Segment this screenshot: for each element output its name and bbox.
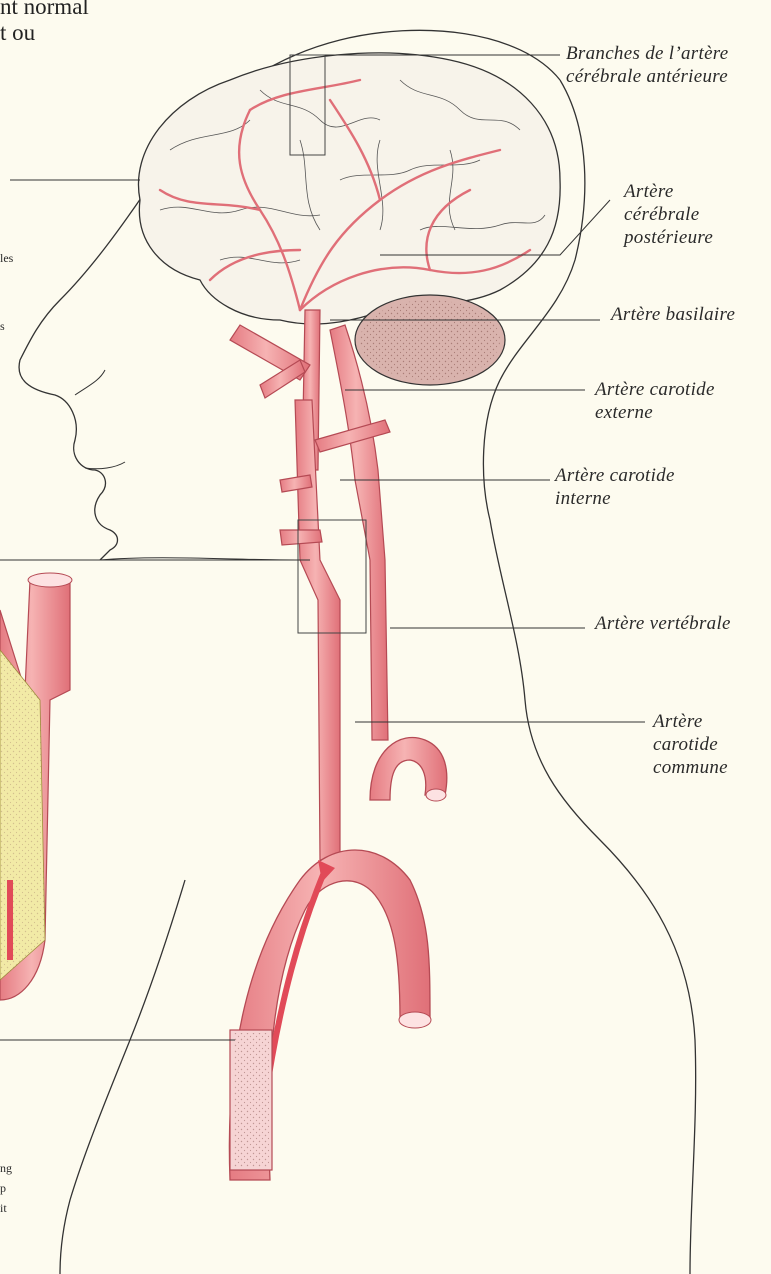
- label-vertebral: Artère vertébrale: [595, 612, 731, 635]
- aorta-opening: [399, 1012, 431, 1028]
- bottom-fragment-1: ng: [0, 1160, 12, 1176]
- face-nostril: [75, 370, 105, 395]
- bottom-fragment-2: p: [0, 1180, 6, 1196]
- label-anterior-line2: cérébrale antérieure: [566, 65, 729, 88]
- label-external-carotid: Artère carotide externe: [595, 378, 715, 424]
- plaque-inset: [0, 573, 72, 1000]
- aorta-cutaway-stipple: [233, 1033, 269, 1167]
- label-posterior-line1: Artère: [624, 180, 713, 203]
- label-anterior-line1: Branches de l’artère: [566, 42, 729, 65]
- label-basilar: Artère basilaire: [611, 303, 735, 326]
- label-posterior-line3: postérieure: [624, 226, 713, 249]
- header-fragment-line2: t ou: [0, 20, 35, 46]
- face-mouth: [85, 462, 125, 469]
- label-common-line1: Artère: [653, 710, 728, 733]
- brain: [138, 53, 560, 324]
- label-basilar-line1: Artère basilaire: [611, 303, 735, 326]
- label-internal-line1: Artère carotide: [555, 464, 675, 487]
- shoulder-line: [60, 880, 185, 1274]
- label-internal-line2: interne: [555, 487, 675, 510]
- header-fragment-line1: nt normal: [0, 0, 89, 20]
- label-common-line2: carotide: [653, 733, 728, 756]
- label-common-line3: commune: [653, 756, 728, 779]
- label-posterior-line2: cérébrale: [624, 203, 713, 226]
- label-vertebral-line1: Artère vertébrale: [595, 612, 731, 635]
- cerebellum-texture: [360, 300, 500, 380]
- bottom-fragment-3: it: [0, 1200, 7, 1216]
- label-external-line2: externe: [595, 401, 715, 424]
- subclavian-opening: [426, 789, 446, 801]
- label-external-line1: Artère carotide: [595, 378, 715, 401]
- side-fragment-2: s: [0, 318, 5, 334]
- label-posterior-cerebral: Artère cérébrale postérieure: [624, 180, 713, 249]
- label-internal-carotid: Artère carotide interne: [555, 464, 675, 510]
- side-fragment-1: les: [0, 250, 13, 266]
- label-common-carotid: Artère carotide commune: [653, 710, 728, 779]
- label-anterior-cerebral: Branches de l’artère cérébrale antérieur…: [566, 42, 729, 88]
